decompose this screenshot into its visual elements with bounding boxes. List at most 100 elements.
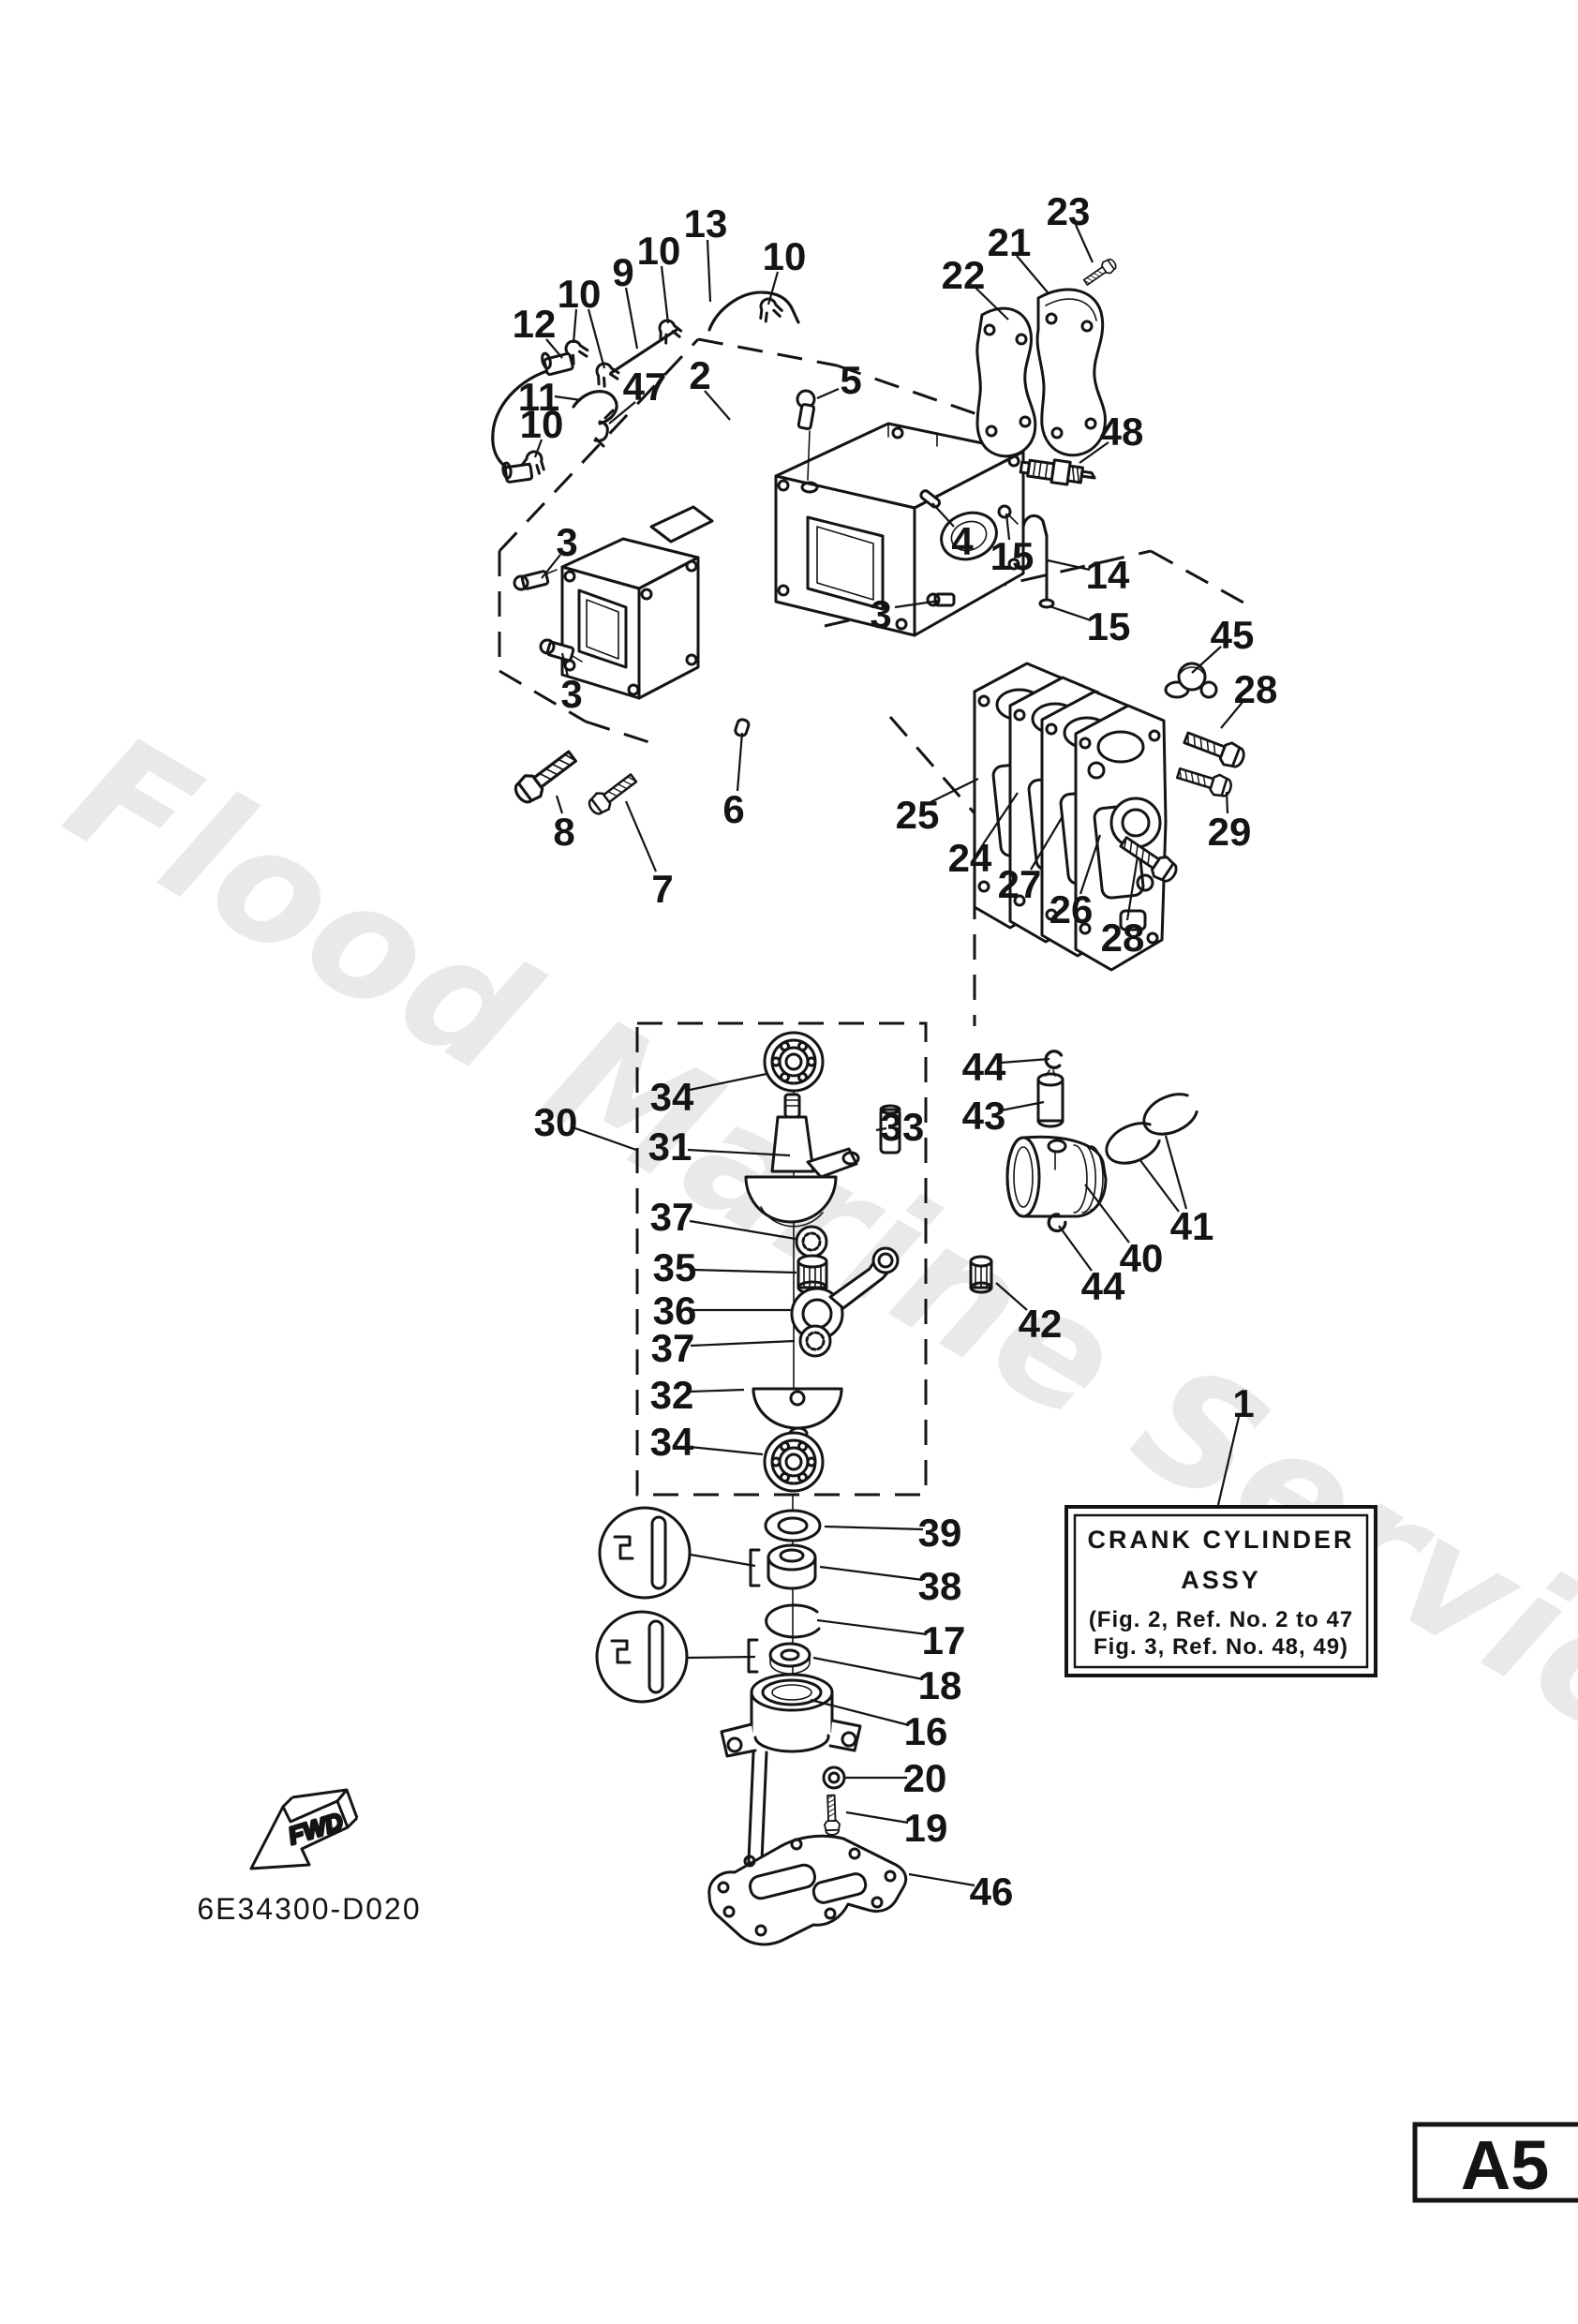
leader-line-29 (1225, 791, 1229, 814)
piston-pin-43 (1036, 1069, 1064, 1128)
leader-line-10 (767, 271, 780, 305)
sensor-3b (539, 638, 583, 663)
leader-line-31 (687, 1148, 791, 1157)
leader-line-39 (824, 1525, 924, 1531)
leader-line-12 (545, 338, 563, 359)
callout-3: 3 (870, 592, 891, 636)
leader-line-3 (541, 554, 561, 579)
callout-10: 10 (637, 229, 681, 273)
detail-link-0 (690, 1553, 756, 1568)
fuel-fitting-lower (501, 461, 534, 484)
callout-3: 3 (556, 520, 577, 564)
hose-11 (572, 390, 618, 425)
leader-line-30 (572, 1125, 637, 1152)
small-end-bearing-42 (969, 1255, 993, 1294)
callout-42: 42 (1019, 1302, 1063, 1346)
leader-line-11 (554, 395, 582, 402)
callout-39: 39 (918, 1511, 962, 1555)
page-label: A5 (1461, 2126, 1550, 2204)
callout-44: 44 (1081, 1264, 1125, 1308)
leader-line-23 (1074, 224, 1094, 263)
detail-link-1 (687, 1655, 756, 1660)
callout-34: 34 (650, 1075, 694, 1119)
leader-line-37 (690, 1339, 796, 1348)
leader-line-6 (736, 732, 744, 792)
callout-40: 40 (1120, 1236, 1164, 1280)
sensor-3a (513, 569, 558, 591)
dashed-line-7 (1150, 549, 1244, 604)
callout-48: 48 (1100, 410, 1144, 454)
bearing-38 (749, 1543, 817, 1590)
plug-45 (1164, 662, 1218, 699)
callout-33: 33 (881, 1105, 925, 1149)
leader-line-32 (689, 1388, 745, 1393)
sensor-3c (926, 592, 956, 607)
bolt-23 (1080, 256, 1120, 290)
callout-14: 14 (1086, 553, 1130, 597)
callout-37: 37 (651, 1326, 695, 1370)
leader-line-41 (1164, 1135, 1188, 1210)
intake-manifold (560, 505, 714, 700)
leader-line-38 (819, 1565, 924, 1582)
callout-19: 19 (904, 1806, 948, 1850)
leader-line-7 (624, 800, 658, 872)
dashed-construction-lines (498, 337, 1244, 1660)
callout-32: 32 (650, 1373, 694, 1417)
leader-line-16 (810, 1698, 910, 1727)
leader-line-10 (660, 265, 670, 324)
callout-21: 21 (988, 220, 1032, 264)
hose-clip-47 (593, 409, 615, 448)
leader-line-44 (1000, 1057, 1050, 1065)
bolt-29 (1174, 762, 1235, 800)
leader-line-15 (1005, 513, 1011, 541)
callout-45: 45 (1211, 613, 1255, 657)
callout-16: 16 (904, 1709, 948, 1753)
leader-line-28 (1220, 700, 1244, 729)
anode-5 (796, 389, 816, 481)
leader-line-47 (608, 401, 636, 425)
retainer-37a (795, 1225, 828, 1259)
leader-line-1 (1216, 1416, 1241, 1506)
leader-line-41 (1139, 1158, 1180, 1213)
piston-ring-41b (1142, 1093, 1198, 1136)
leader-line-10 (572, 308, 578, 344)
bearing-34-bottom (763, 1431, 825, 1493)
callout-4: 4 (951, 519, 974, 563)
dowel-pin-6 (734, 718, 751, 737)
callout-34: 34 (650, 1420, 694, 1464)
dashed-line-4 (499, 669, 587, 723)
outer-cover-26 (1074, 704, 1168, 972)
leader-line-34 (689, 1445, 764, 1456)
dashed-line-2 (697, 337, 838, 367)
leader-line-28 (1125, 856, 1139, 921)
crankshaft-dashed-box (635, 1021, 928, 1497)
callout-13: 13 (684, 201, 728, 246)
leader-line-22 (974, 286, 1009, 320)
leader-line-8 (555, 795, 564, 814)
detail-circle-upper (598, 1506, 692, 1600)
crank-web-32 (752, 1387, 843, 1441)
callout-17: 17 (922, 1618, 966, 1662)
piston-ring-41a (1105, 1122, 1161, 1165)
leader-line-19 (845, 1810, 909, 1825)
leader-line-35 (692, 1268, 797, 1274)
callout-41: 41 (1170, 1204, 1214, 1248)
callout-26: 26 (1050, 887, 1094, 931)
callout-46: 46 (970, 1870, 1014, 1914)
callout-27: 27 (998, 862, 1042, 906)
title-box-line4: Fig. 3, Ref. No. 48, 49) (1094, 1634, 1348, 1660)
leader-line-3 (894, 599, 941, 609)
callout-37: 37 (650, 1195, 694, 1239)
callout-5: 5 (840, 358, 861, 402)
callout-43: 43 (962, 1094, 1006, 1138)
leader-line-2 (704, 390, 731, 421)
crankshaft-31 (744, 1093, 860, 1228)
bolt-28a (1181, 725, 1249, 772)
breather-hose-13 (707, 290, 800, 332)
callout-15: 15 (990, 534, 1035, 578)
lower-stack (720, 1495, 862, 1890)
crank-pin-33 (879, 1104, 901, 1155)
callout-6: 6 (722, 787, 744, 831)
callout-10: 10 (520, 402, 564, 446)
